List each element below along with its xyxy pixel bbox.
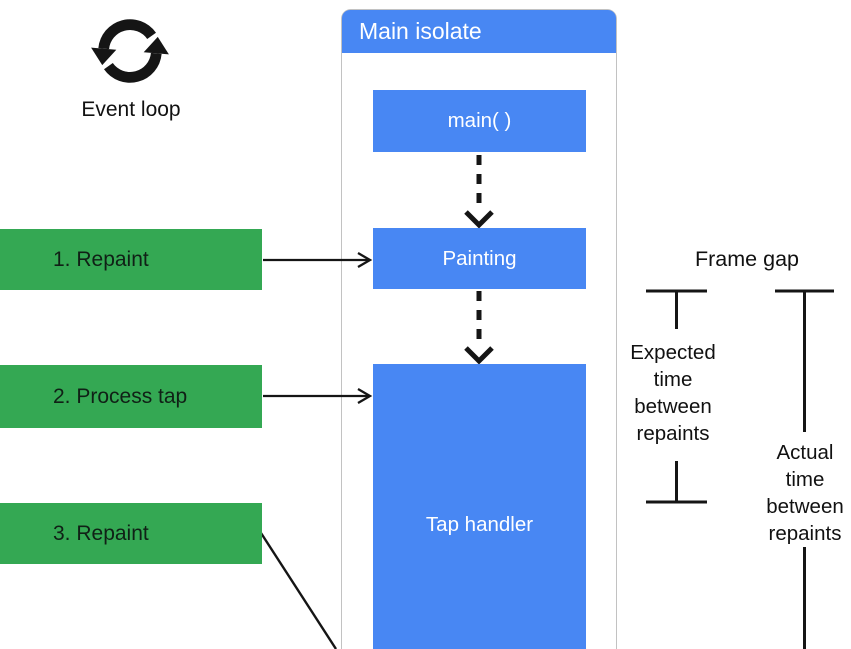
event-box-repaint-1: 1. Repaint bbox=[0, 229, 262, 290]
node-tap-handler: Tap handler bbox=[373, 364, 586, 649]
event-box-process-tap: 2. Process tap bbox=[0, 365, 262, 428]
repaint3-line bbox=[259, 532, 338, 649]
node-painting: Painting bbox=[373, 228, 586, 289]
expected-time-label: Expected time between repaints bbox=[630, 341, 716, 445]
cycle-arrows-icon bbox=[80, 8, 180, 94]
event-loop-label: Event loop bbox=[81, 98, 181, 121]
event-box-repaint-3: 3. Repaint bbox=[0, 503, 262, 564]
frame-gap-label: Frame gap bbox=[695, 247, 799, 271]
node-main: main( ) bbox=[373, 90, 586, 152]
main-isolate-header: Main isolate bbox=[342, 10, 616, 53]
actual-time-label: Actual time between repaints bbox=[766, 441, 844, 545]
